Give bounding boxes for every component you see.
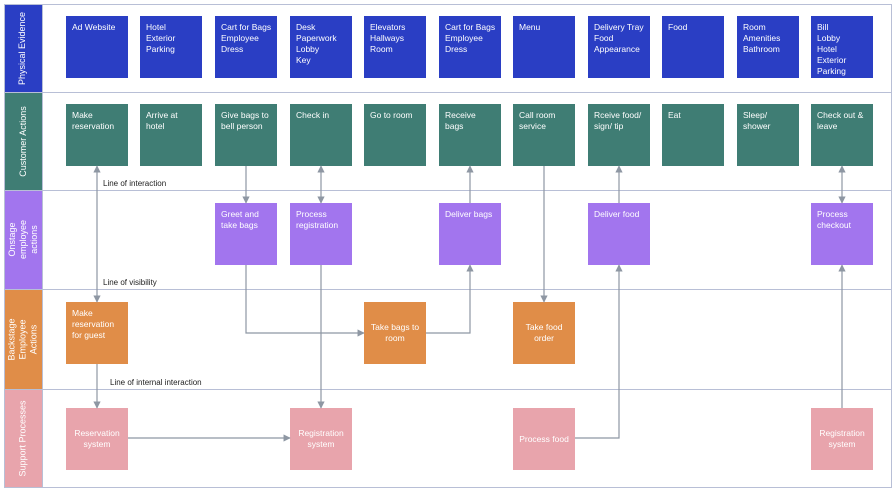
lane-label-onstage-employee-actions: Onstage employee actions bbox=[4, 190, 42, 289]
customer-action-box: Sleep/ shower bbox=[737, 104, 799, 166]
support-process-box-label: Registration system bbox=[298, 428, 344, 449]
customer-action-box: Give bags to bell person bbox=[215, 104, 277, 166]
lane-label-text: Physical Evidence bbox=[17, 11, 28, 85]
physical-evidence-box: Food bbox=[662, 16, 724, 78]
customer-action-box: Receive bags bbox=[439, 104, 501, 166]
onstage-action-box-label: Deliver bags bbox=[445, 209, 493, 219]
physical-evidence-box: Room Amenities Bathroom bbox=[737, 16, 799, 78]
physical-evidence-box-label: Food bbox=[668, 22, 688, 32]
physical-evidence-box: Ad Website bbox=[66, 16, 128, 78]
flow-connector bbox=[426, 264, 474, 334]
backstage-action-box-label: Make reservation for guest bbox=[72, 308, 115, 340]
physical-evidence-box-label: Cart for Bags Employee Dress bbox=[445, 22, 496, 54]
support-process-box-label: Reservation system bbox=[74, 428, 120, 449]
support-process-box: Registration system bbox=[811, 408, 873, 470]
physical-evidence-box: Bill Lobby Hotel Exterior Parking bbox=[811, 16, 873, 78]
onstage-action-box-label: Deliver food bbox=[594, 209, 640, 219]
physical-evidence-box-label: Cart for Bags Employee Dress bbox=[221, 22, 272, 54]
onstage-action-box-label: Process checkout bbox=[817, 209, 852, 230]
support-process-box-label: Process food bbox=[519, 433, 569, 444]
lane-label-text: Onstage employee actions bbox=[6, 219, 39, 260]
support-process-box: Process food bbox=[513, 408, 575, 470]
physical-evidence-box-label: Delivery Tray Food Appearance bbox=[594, 22, 644, 54]
onstage-action-box: Deliver bags bbox=[439, 203, 501, 265]
onstage-action-box: Deliver food bbox=[588, 203, 650, 265]
lane-label-backstage-employee-actions: Backstage Employee Actions bbox=[4, 289, 42, 389]
physical-evidence-box: Delivery Tray Food Appearance bbox=[588, 16, 650, 78]
physical-evidence-box: Cart for Bags Employee Dress bbox=[439, 16, 501, 78]
customer-action-box: Arrive at hotel bbox=[140, 104, 202, 166]
physical-evidence-box: Elevators Hallways Room bbox=[364, 16, 426, 78]
support-process-box-label: Registration system bbox=[819, 428, 865, 449]
customer-action-box-label: Make reservation bbox=[72, 110, 115, 131]
onstage-action-box: Process checkout bbox=[811, 203, 873, 265]
physical-evidence-box: Hotel Exterior Parking bbox=[140, 16, 202, 78]
physical-evidence-box: Menu bbox=[513, 16, 575, 78]
customer-action-box-label: Call room service bbox=[519, 110, 556, 131]
onstage-action-box-label: Process registration bbox=[296, 209, 339, 230]
customer-action-box: Call room service bbox=[513, 104, 575, 166]
lane-label-physical-evidence: Physical Evidence bbox=[4, 4, 42, 92]
customer-action-box-label: Arrive at hotel bbox=[146, 110, 178, 131]
lane-label-text: Customer Actions bbox=[17, 105, 28, 177]
flow-connector bbox=[575, 264, 623, 439]
line-of-visibility-label: Line of visibility bbox=[103, 278, 157, 287]
line-of-internal-interaction-label: Line of internal interaction bbox=[110, 378, 202, 387]
physical-evidence-box-label: Bill Lobby Hotel Exterior Parking bbox=[817, 22, 847, 76]
customer-action-box: Go to room bbox=[364, 104, 426, 166]
support-process-box: Reservation system bbox=[66, 408, 128, 470]
line-of-interaction-label: Line of interaction bbox=[103, 179, 167, 188]
backstage-action-box: Make reservation for guest bbox=[66, 302, 128, 364]
physical-evidence-box-label: Desk Paperwork Lobby Key bbox=[296, 22, 337, 65]
customer-action-box-label: Eat bbox=[668, 110, 681, 120]
physical-evidence-box: Desk Paperwork Lobby Key bbox=[290, 16, 352, 78]
lane-label-text: Backstage Employee Actions bbox=[6, 317, 39, 361]
flow-connector bbox=[245, 265, 365, 337]
customer-action-box: Check out & leave bbox=[811, 104, 873, 166]
customer-action-box: Check in bbox=[290, 104, 352, 166]
customer-action-box-label: Check out & leave bbox=[817, 110, 864, 131]
backstage-action-box-label: Take food order bbox=[525, 322, 563, 343]
customer-action-box-label: Sleep/ shower bbox=[743, 110, 771, 131]
customer-action-box-label: Give bags to bell person bbox=[221, 110, 269, 131]
physical-evidence-box-label: Hotel Exterior Parking bbox=[146, 22, 176, 54]
backstage-action-box: Take food order bbox=[513, 302, 575, 364]
onstage-action-box: Greet and take bags bbox=[215, 203, 277, 265]
onstage-action-box: Process registration bbox=[290, 203, 352, 265]
lane-label-support-processes: Support Processes bbox=[4, 389, 42, 488]
customer-action-box: Rceive food/ sign/ tip bbox=[588, 104, 650, 166]
lane-label-text: Support Processes bbox=[17, 400, 28, 477]
customer-action-box-label: Go to room bbox=[370, 110, 413, 120]
physical-evidence-box-label: Elevators Hallways Room bbox=[370, 22, 406, 54]
customer-action-box: Make reservation bbox=[66, 104, 128, 166]
onstage-action-box-label: Greet and take bags bbox=[221, 209, 259, 230]
customer-action-box: Eat bbox=[662, 104, 724, 166]
physical-evidence-box-label: Ad Website bbox=[72, 22, 116, 32]
customer-action-box-label: Check in bbox=[296, 110, 330, 120]
physical-evidence-box-label: Room Amenities Bathroom bbox=[743, 22, 781, 54]
lane-label-customer-actions: Customer Actions bbox=[4, 92, 42, 190]
physical-evidence-box: Cart for Bags Employee Dress bbox=[215, 16, 277, 78]
backstage-action-box-label: Take bags to room bbox=[370, 322, 420, 343]
customer-action-box-label: Receive bags bbox=[445, 110, 476, 131]
customer-action-box-label: Rceive food/ sign/ tip bbox=[594, 110, 642, 131]
backstage-action-box: Take bags to room bbox=[364, 302, 426, 364]
physical-evidence-box-label: Menu bbox=[519, 22, 541, 32]
support-process-box: Registration system bbox=[290, 408, 352, 470]
